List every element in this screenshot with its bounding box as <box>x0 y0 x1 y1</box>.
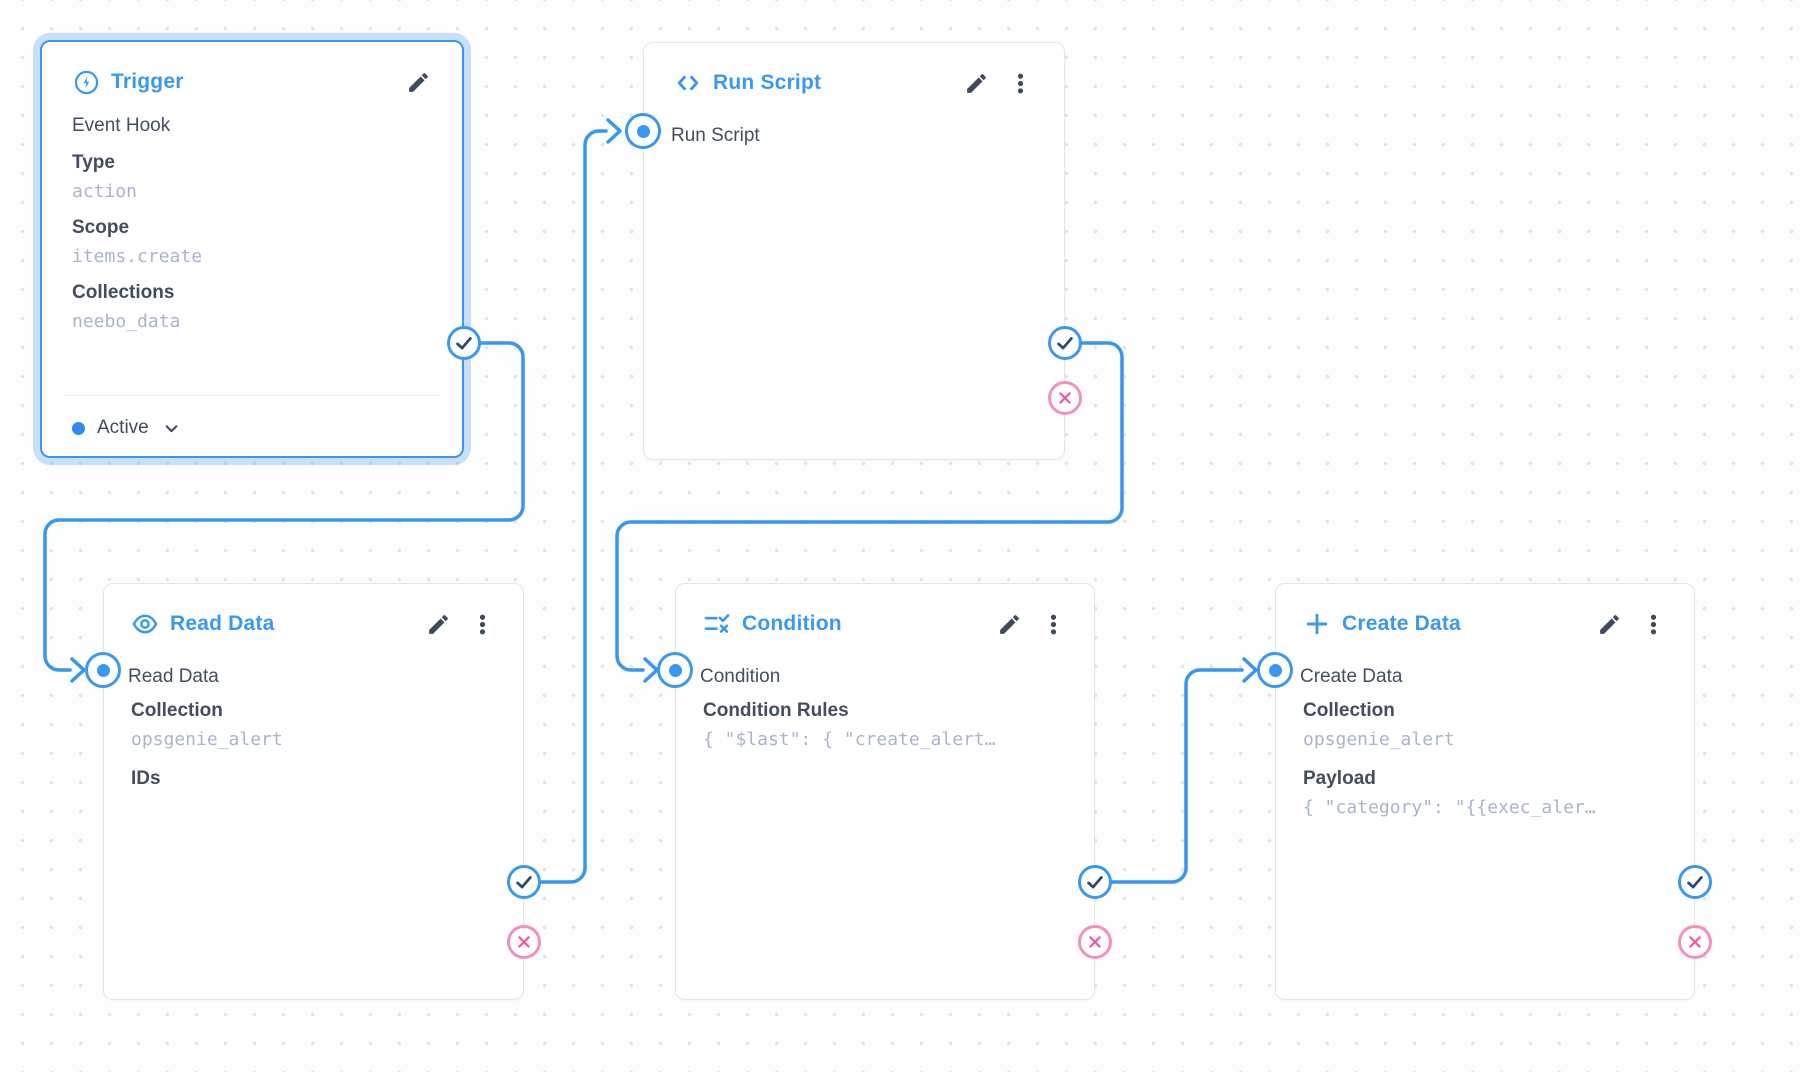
field-value: items.create <box>72 246 203 267</box>
edit-icon[interactable] <box>995 610 1023 638</box>
node-title: Create Data <box>1342 612 1461 635</box>
node-input-label: Condition <box>700 666 781 687</box>
input-port-create-data[interactable] <box>1257 652 1293 688</box>
field-label: IDs <box>131 768 161 789</box>
edit-icon[interactable] <box>424 610 452 638</box>
reject-port-read-data[interactable] <box>507 925 541 959</box>
reject-port-condition[interactable] <box>1078 925 1112 959</box>
kebab-menu-icon[interactable] <box>1639 610 1667 638</box>
port-dot <box>96 663 110 677</box>
node-title: Trigger <box>111 70 184 93</box>
check-icon <box>1687 876 1703 889</box>
wire-arrowhead <box>70 657 86 683</box>
edit-icon[interactable] <box>962 69 990 97</box>
field-value: opsgenie_alert <box>1303 729 1455 750</box>
node-title: Condition <box>742 612 842 635</box>
field-value: neebo_data <box>72 311 181 332</box>
field-label: Collections <box>72 282 175 303</box>
node-run-script[interactable]: Run Script Run Script <box>643 42 1065 460</box>
field-label: Scope <box>72 217 130 238</box>
node-input-label: Run Script <box>671 125 760 146</box>
active-status-dot <box>72 421 85 435</box>
wire-condition-to-create-data <box>1110 668 1244 884</box>
reject-port-run-script[interactable] <box>1048 381 1082 415</box>
node-trigger[interactable]: Trigger Event Hook Type action Scope ite… <box>40 40 464 458</box>
rule-icon <box>703 610 731 638</box>
field-label: Collection <box>131 700 223 721</box>
chevron-down-icon <box>165 424 178 432</box>
check-icon <box>1057 337 1073 350</box>
resolve-port-condition[interactable] <box>1078 865 1112 899</box>
resolve-port-run-script[interactable] <box>1048 326 1082 360</box>
plus-icon <box>1303 610 1331 638</box>
edit-icon[interactable] <box>404 68 432 96</box>
eye-icon <box>131 610 159 638</box>
field-label: Type <box>72 152 115 173</box>
status-label: Active <box>97 417 149 438</box>
x-icon <box>1089 936 1101 948</box>
node-input-label: Read Data <box>128 666 219 687</box>
field-label: Collection <box>1303 700 1395 721</box>
port-dot <box>668 663 682 677</box>
field-value: { "category": "{{exec_aler… <box>1303 797 1596 818</box>
kebab-menu-icon[interactable] <box>1006 69 1034 97</box>
edit-icon[interactable] <box>1595 610 1623 638</box>
divider <box>64 395 440 396</box>
field-value: opsgenie_alert <box>131 729 283 750</box>
field-value: { "$last": { "create_alert… <box>703 729 996 750</box>
node-create-data[interactable]: Create Data Create Data Collection opsge… <box>1275 583 1695 1000</box>
node-title: Read Data <box>170 612 275 635</box>
code-icon <box>674 69 702 97</box>
x-icon <box>1059 392 1071 404</box>
bolt-icon <box>72 68 100 96</box>
check-icon <box>1087 876 1103 889</box>
x-icon <box>1689 936 1701 948</box>
node-read-data[interactable]: Read Data Read Data Collection opsgenie_… <box>103 583 524 1000</box>
field-value: action <box>72 181 138 202</box>
resolve-port-read-data[interactable] <box>507 865 541 899</box>
check-icon <box>516 876 532 889</box>
check-icon <box>456 337 472 350</box>
flow-status-toggle[interactable]: Active <box>72 417 182 439</box>
wire-arrowhead <box>606 118 622 144</box>
reject-port-create-data[interactable] <box>1678 925 1712 959</box>
input-port-read-data[interactable] <box>85 652 121 688</box>
kebab-menu-icon[interactable] <box>468 610 496 638</box>
input-port-run-script[interactable] <box>625 113 661 149</box>
trigger-type-text: Event Hook <box>72 115 171 136</box>
node-input-label: Create Data <box>1300 666 1403 687</box>
kebab-menu-icon[interactable] <box>1039 610 1067 638</box>
wire-arrowhead <box>643 657 659 683</box>
port-dot <box>1268 663 1282 677</box>
field-label: Payload <box>1303 768 1376 789</box>
field-label: Condition Rules <box>703 700 849 721</box>
port-dot <box>636 124 650 138</box>
wire-read-data-to-run-script <box>539 129 608 884</box>
resolve-port-trigger[interactable] <box>447 326 481 360</box>
x-icon <box>518 936 530 948</box>
node-title: Run Script <box>713 71 822 94</box>
input-port-condition[interactable] <box>657 652 693 688</box>
wire-arrowhead <box>1242 657 1258 683</box>
resolve-port-create-data[interactable] <box>1678 865 1712 899</box>
node-condition[interactable]: Condition Condition Condition Rules { "$… <box>675 583 1095 1000</box>
